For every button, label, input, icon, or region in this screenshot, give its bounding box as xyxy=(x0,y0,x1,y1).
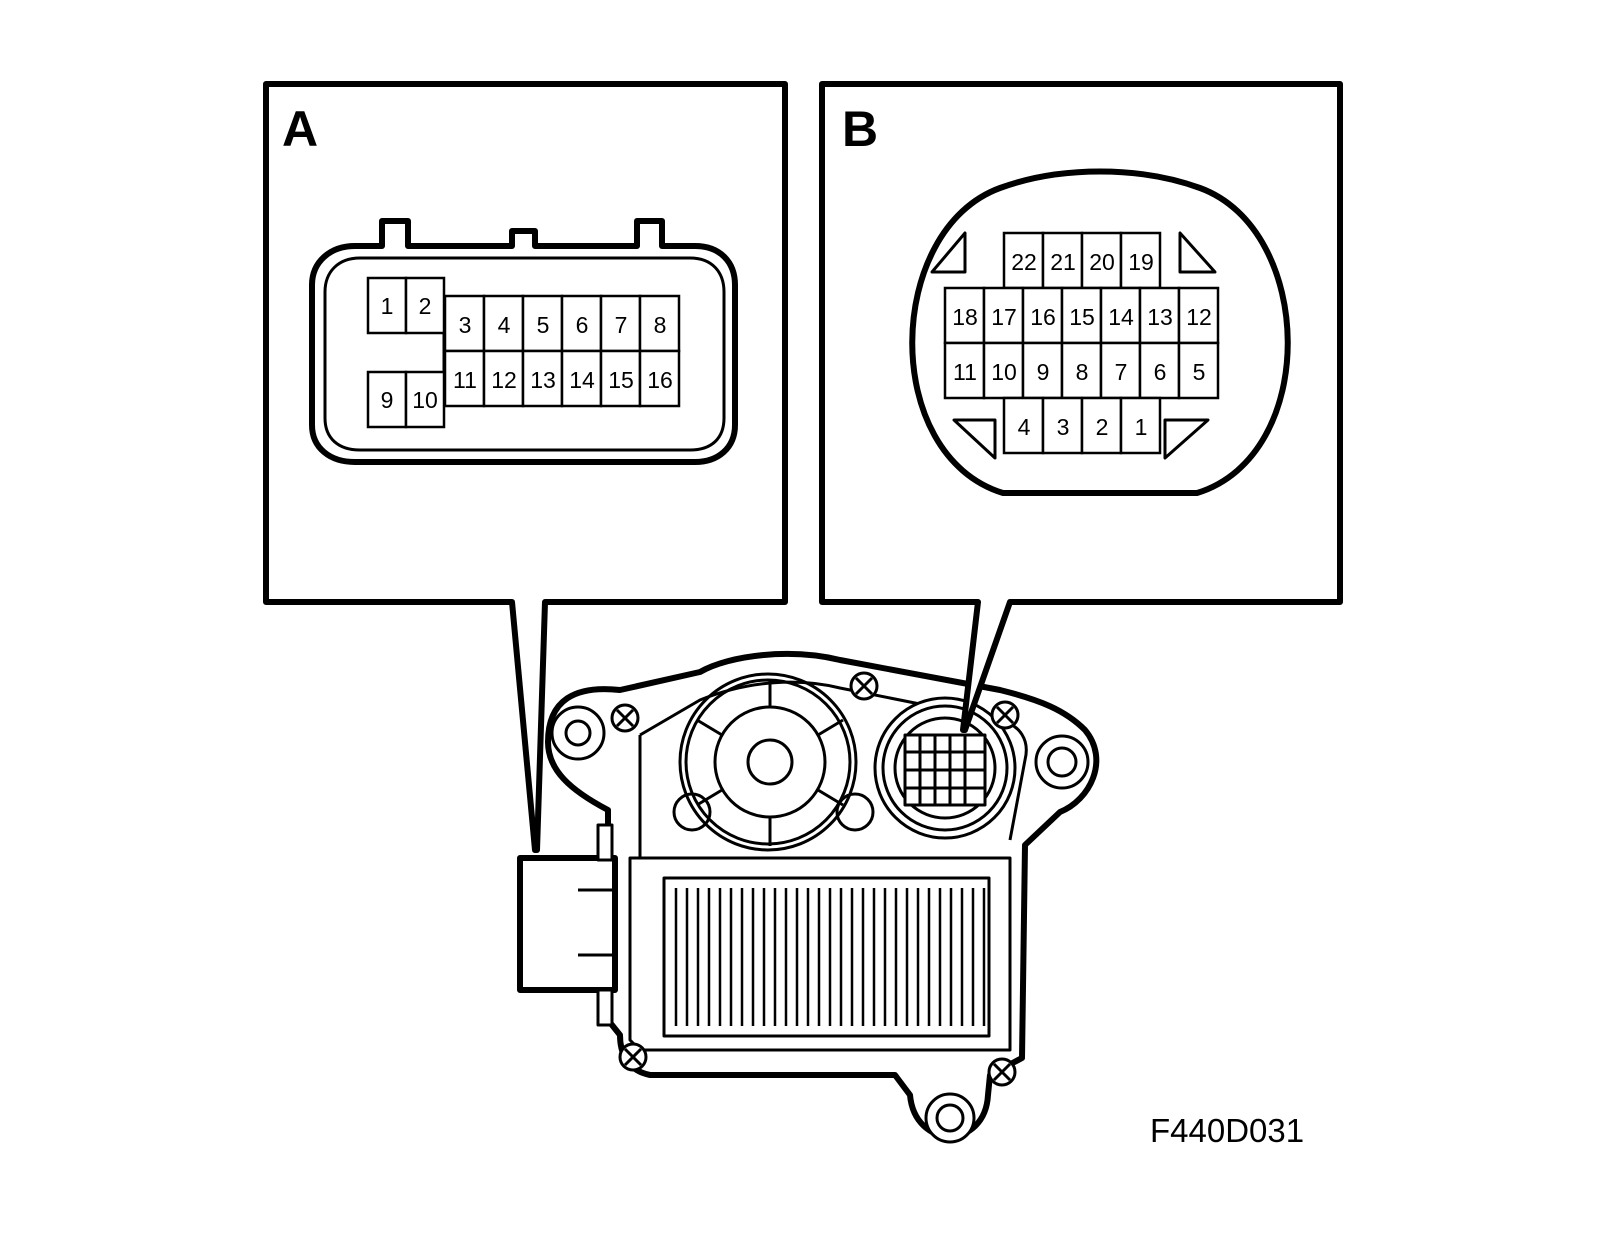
pin-label: 8 xyxy=(1076,359,1089,385)
pin-label: 14 xyxy=(569,367,595,393)
pin-label: 5 xyxy=(1193,359,1206,385)
pin-label: 12 xyxy=(1186,304,1212,330)
panel-b-label: B xyxy=(842,101,878,157)
pin-label: 14 xyxy=(1108,304,1134,330)
connector-b-pin-4 xyxy=(1002,396,1045,455)
connector-b-pin-13 xyxy=(1138,286,1181,345)
pin-label: 16 xyxy=(647,367,673,393)
connector-b-pin-6 xyxy=(1138,341,1181,400)
pin-label: 8 xyxy=(654,312,667,338)
pin-label: 10 xyxy=(412,387,438,413)
connector-b-pins xyxy=(943,231,1220,455)
pin-label: 11 xyxy=(953,359,977,385)
connector-b-pin-19 xyxy=(1119,231,1162,290)
connector-a-pin-9 xyxy=(366,370,408,429)
pin-label: 9 xyxy=(381,387,394,413)
connector-b-pin-11 xyxy=(943,341,986,400)
connector-b-pin-5 xyxy=(1177,341,1220,400)
screw-icon xyxy=(610,703,640,733)
pin-label: 10 xyxy=(991,359,1017,385)
connector-a-pin-12 xyxy=(482,349,525,408)
connector-b-pin-20 xyxy=(1080,231,1123,290)
pin-label: 1 xyxy=(381,293,394,319)
connector-b-pin-15 xyxy=(1060,286,1103,345)
pin-label: 3 xyxy=(459,312,472,338)
pin-label: 5 xyxy=(537,312,550,338)
pin-label: 9 xyxy=(1037,359,1050,385)
heatsink-fins xyxy=(674,888,986,1026)
connector-b-pin-16 xyxy=(1021,286,1064,345)
connector-b-pin-1 xyxy=(1119,396,1162,455)
pin-label: 1 xyxy=(1135,414,1148,440)
pin-label: 4 xyxy=(498,312,511,338)
screw-icon xyxy=(990,700,1020,730)
module-connector-b-pins xyxy=(905,735,985,805)
pin-label: 21 xyxy=(1050,249,1076,275)
pin-label: 13 xyxy=(1147,304,1173,330)
connector-a-pin-3 xyxy=(443,294,486,353)
key-triangle xyxy=(952,418,997,460)
panel-a: A 1 2 3 4 5 xyxy=(263,81,788,853)
pin-label: 17 xyxy=(991,304,1017,330)
pin-label: 18 xyxy=(952,304,978,330)
pin-label: 13 xyxy=(530,367,556,393)
connector-a-pin-13 xyxy=(521,349,564,408)
figure-code: F440D031 xyxy=(1150,1112,1304,1149)
pin-label: 19 xyxy=(1128,249,1154,275)
pin-label: 11 xyxy=(453,367,477,393)
control-module xyxy=(517,651,1100,1144)
pin-label: 6 xyxy=(1154,359,1167,385)
key-triangle xyxy=(1163,418,1210,460)
pin-label: 3 xyxy=(1057,414,1070,440)
connector-a-pin-4 xyxy=(482,294,525,353)
connector-b-pin-9 xyxy=(1021,341,1064,400)
pin-label: 15 xyxy=(608,367,634,393)
pin-label: 12 xyxy=(491,367,517,393)
pin-label: 4 xyxy=(1018,414,1031,440)
pin-label: 2 xyxy=(419,293,432,319)
connector-b-pin-8 xyxy=(1060,341,1103,400)
connector-a-pin-16 xyxy=(638,349,681,408)
pin-label: 16 xyxy=(1030,304,1056,330)
key-triangle xyxy=(930,231,967,274)
panel-b: B xyxy=(819,81,1343,733)
connector-a-pins xyxy=(366,276,681,429)
connector-b-pin-12 xyxy=(1177,286,1220,345)
screw-icon xyxy=(987,1057,1017,1087)
connector-b-pin-labels: 22 21 20 19 18 17 16 15 14 13 12 11 10 9… xyxy=(952,249,1212,440)
pin-label: 22 xyxy=(1011,249,1037,275)
pin-label: 7 xyxy=(615,312,628,338)
panel-a-label: A xyxy=(282,101,318,157)
screw-icon xyxy=(618,1042,648,1072)
connector-a-pin-15 xyxy=(599,349,642,408)
pin-label: 6 xyxy=(576,312,589,338)
pin-label: 20 xyxy=(1089,249,1115,275)
pin-label: 15 xyxy=(1069,304,1095,330)
connector-b-pin-17 xyxy=(982,286,1025,345)
connector-a-pin-labels: 1 2 3 4 5 6 7 8 9 10 11 12 13 14 15 16 xyxy=(381,293,673,413)
connector-a-pin-5 xyxy=(521,294,564,353)
screw-icon xyxy=(849,671,879,701)
connector-b-pin-10 xyxy=(982,341,1025,400)
pin-label: 2 xyxy=(1096,414,1109,440)
key-triangle xyxy=(1178,231,1217,274)
pin-label: 7 xyxy=(1115,359,1128,385)
